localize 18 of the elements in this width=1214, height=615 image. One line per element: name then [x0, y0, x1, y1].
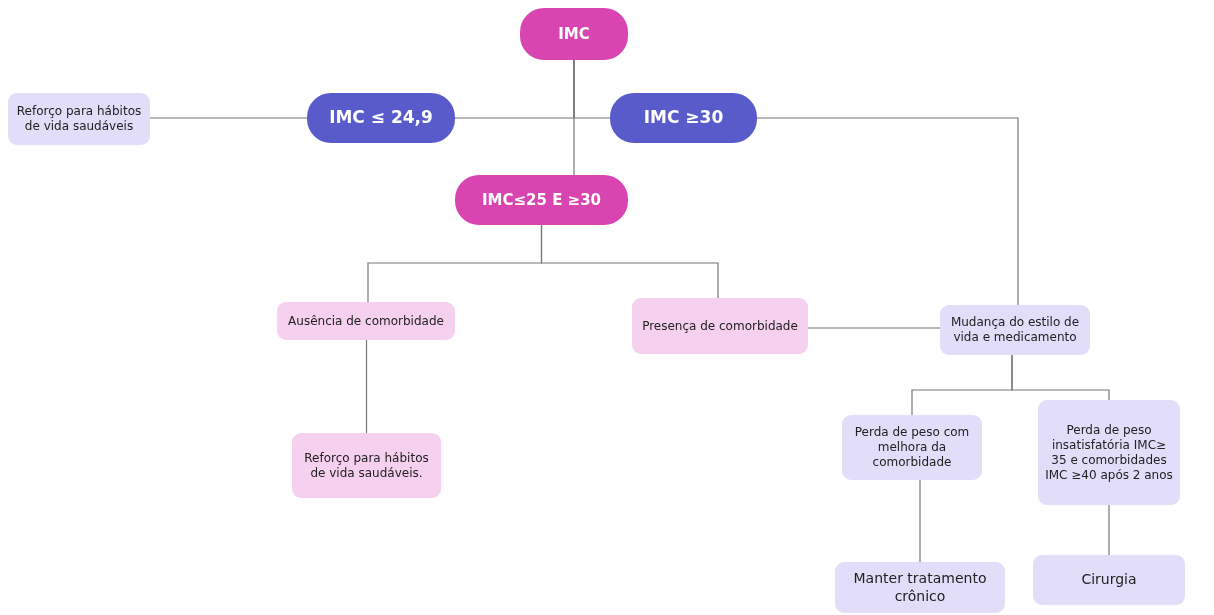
connector-line [1011, 354, 1110, 401]
rounded-box: Presença de comorbidade [632, 298, 808, 354]
connector-line [1108, 504, 1110, 556]
rounded-box: Perda de peso insatisfatória IMC≥ 35 e comorbidades IMC ≥40 após 2 anos [1038, 400, 1180, 505]
rounded-box: Manter tratamento crônico [835, 562, 1005, 613]
rounded-box: Ausência de comorbidade [277, 302, 455, 340]
rounded-box: Reforço para hábitos de vida saudáveis [8, 93, 150, 145]
connector-line [573, 59, 575, 176]
rounded-box: Perda de peso com melhora da comorbidade [842, 415, 982, 480]
connector-line [919, 479, 921, 563]
connector-line [756, 117, 1019, 306]
rounded-box: Mudança do estilo de vida e medicamento [940, 305, 1090, 355]
connector-line [149, 117, 308, 119]
rounded-box: Cirurgia [1033, 555, 1185, 605]
connector-line [807, 327, 941, 329]
connector-line [540, 224, 719, 299]
rounded-box: Reforço para hábitos de vida saudáveis. [292, 433, 441, 498]
connector-line [365, 339, 368, 434]
